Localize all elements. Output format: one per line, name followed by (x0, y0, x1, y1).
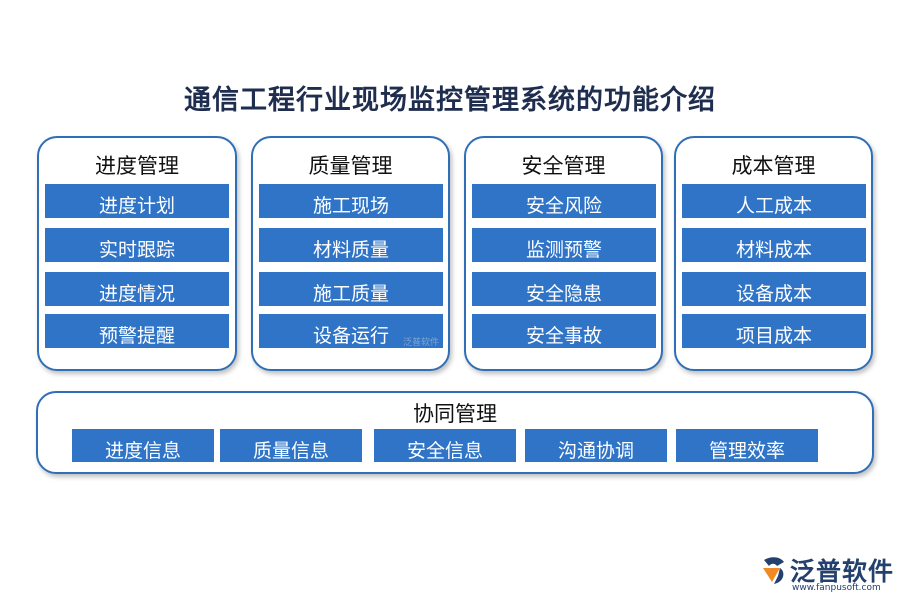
function-item: 安全信息 (374, 429, 516, 462)
function-item: 设备运行 (259, 314, 443, 348)
panel-title: 质量管理 (308, 154, 393, 178)
panel-title: 进度管理 (95, 154, 179, 178)
function-item: 安全风险 (472, 184, 656, 218)
function-item: 材料质量 (259, 228, 443, 262)
function-item: 人工成本 (682, 184, 866, 218)
panel-safety-management: 安全管理 安全风险 监测预警 安全隐患 安全事故 (464, 136, 663, 371)
diagram-title: 通信工程行业现场监控管理系统的功能介绍 (184, 85, 716, 116)
logo-url: www.fanpusoft.com (792, 583, 881, 593)
function-item: 施工质量 (259, 272, 443, 306)
function-item: 进度计划 (45, 184, 229, 218)
function-item: 设备成本 (682, 272, 866, 306)
function-item: 安全事故 (472, 314, 656, 348)
function-item: 预警提醒 (45, 314, 229, 348)
function-item: 项目成本 (682, 314, 866, 348)
logo-mark-icon (763, 557, 784, 584)
logo-name: 泛普软件 (790, 557, 895, 586)
panel-quality-management: 质量管理 施工现场 材料质量 施工质量 设备运行 泛普软件 (251, 136, 450, 371)
function-item: 实时跟踪 (45, 228, 229, 262)
function-item: 沟通协调 (525, 429, 667, 462)
function-item: 施工现场 (259, 184, 443, 218)
function-item: 管理效率 (676, 429, 818, 462)
panel-title: 协同管理 (413, 402, 497, 426)
panel-title: 成本管理 (731, 154, 816, 178)
panel-title: 安全管理 (521, 154, 606, 178)
panel-cost-management: 成本管理 人工成本 材料成本 设备成本 项目成本 (674, 136, 873, 371)
panel-collaboration-management: 协同管理 进度信息 质量信息 安全信息 沟通协调 管理效率 (36, 391, 874, 474)
watermark: 泛普软件 (403, 338, 440, 348)
function-item: 监测预警 (472, 228, 656, 262)
function-item: 进度信息 (72, 429, 214, 462)
function-item: 安全隐患 (472, 272, 656, 306)
function-item: 材料成本 (682, 228, 866, 262)
company-logo: 泛普软件 www.fanpusoft.com (760, 550, 895, 595)
function-item: 质量信息 (220, 429, 362, 462)
function-item: 进度情况 (45, 272, 229, 306)
panel-schedule-management: 进度管理 进度计划 实时跟踪 进度情况 预警提醒 (37, 136, 237, 371)
